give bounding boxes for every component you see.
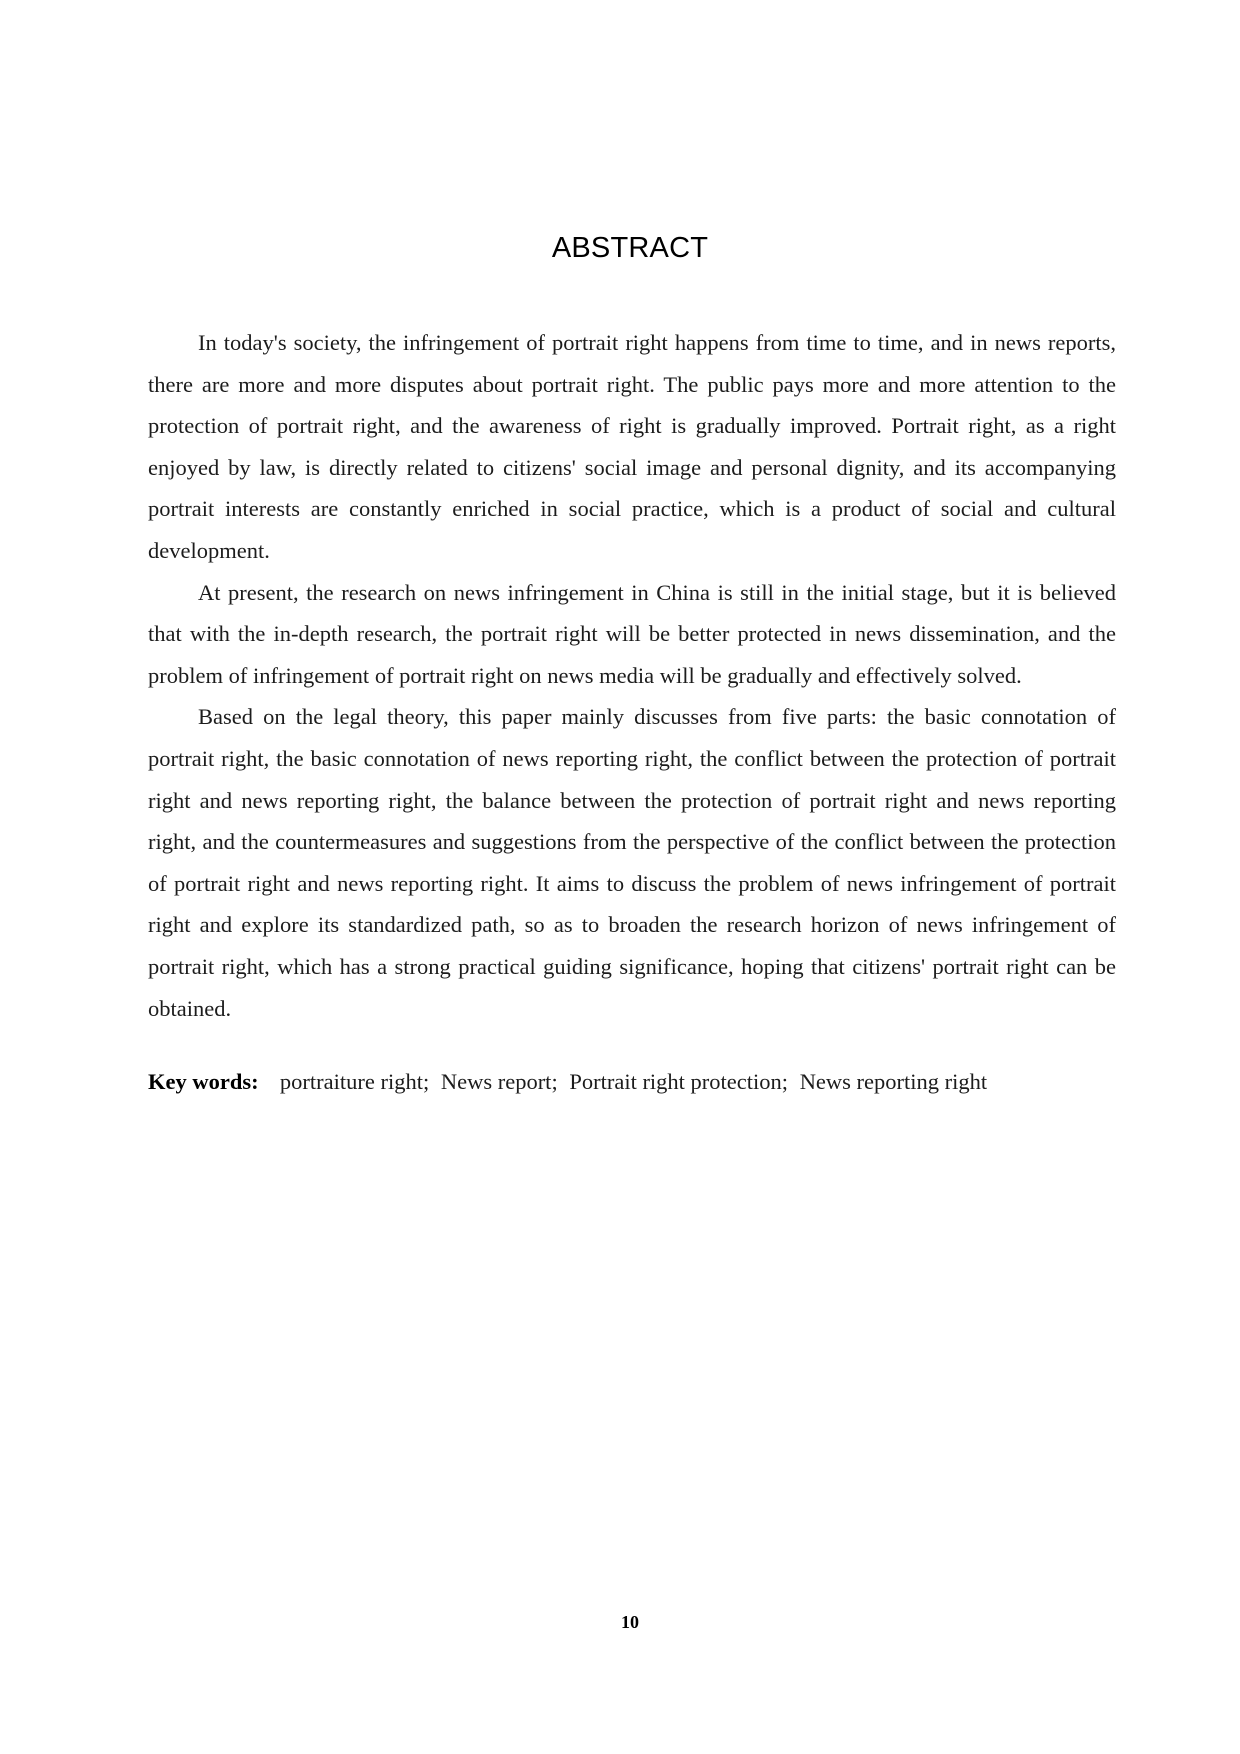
abstract-paragraph-3: Based on the legal theory, this paper ma… xyxy=(148,704,1116,1021)
keyword-separator: ; xyxy=(781,1069,789,1094)
keyword-item: News report xyxy=(440,1069,552,1094)
keyword-item: portraiture right xyxy=(279,1069,423,1094)
keywords-label: Key words: xyxy=(148,1069,259,1094)
keyword-item: News reporting right xyxy=(799,1069,988,1094)
page-number: 10 xyxy=(621,1612,639,1632)
keyword-separator: ; xyxy=(422,1069,430,1094)
keyword-separator: ; xyxy=(551,1069,558,1094)
abstract-title: ABSTRACT xyxy=(551,232,709,264)
abstract-paragraph-2: At present, the research on news infring… xyxy=(148,579,1116,688)
abstract-paragraph-1: In today's society, the infringement of … xyxy=(148,330,1116,563)
keyword-item: Portrait right protection xyxy=(569,1069,782,1094)
abstract-body: In today's society, the infringement of … xyxy=(148,322,1116,1029)
keywords-line: Key words: portraiture right; News repor… xyxy=(148,1067,1128,1097)
